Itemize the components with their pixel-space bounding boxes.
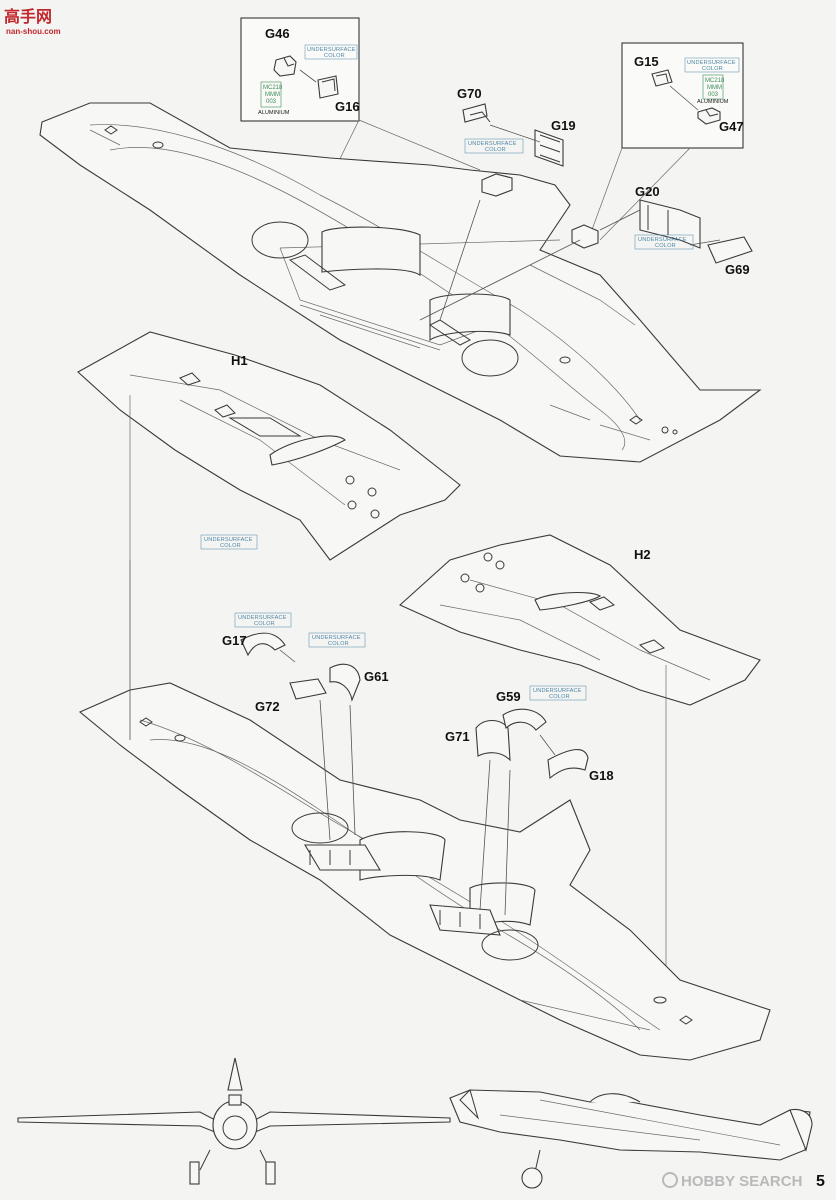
footer-brand-text: HOBBY SEARCH <box>681 1173 802 1190</box>
label-g47: G47 <box>719 119 744 134</box>
note-underside-b: UNDERSURFACE COLOR <box>684 57 740 73</box>
svg-text:UNDERSURFACE: UNDERSURFACE <box>687 60 736 66</box>
note-underside-f: UNDERSURFACE COLOR <box>234 612 292 628</box>
label-g17: G17 <box>222 633 247 648</box>
svg-text:MC218: MC218 <box>263 85 283 91</box>
note-underside-e: UNDERSURFACE COLOR <box>200 534 258 550</box>
label-g71: G71 <box>445 729 470 744</box>
part-g17 <box>240 632 286 657</box>
svg-text:COLOR: COLOR <box>254 621 275 627</box>
svg-text:COLOR: COLOR <box>702 66 723 72</box>
svg-text:MMM: MMM <box>707 85 722 91</box>
watermark-url: nan-shou.com <box>6 27 61 36</box>
label-g16: G16 <box>335 99 360 114</box>
watermark-logo: 高手网 nan-shou.com <box>4 7 61 36</box>
label-g18: G18 <box>589 768 614 783</box>
side-view-aircraft <box>449 1089 813 1189</box>
label-g69: G69 <box>725 262 750 277</box>
label-g20: G20 <box>635 184 660 199</box>
label-g19: G19 <box>551 118 576 133</box>
svg-text:ALUMINIUM: ALUMINIUM <box>258 110 290 116</box>
lower-wing-assembly <box>78 682 771 1061</box>
part-g59 <box>502 708 547 731</box>
part-g20 <box>639 199 701 249</box>
part-g15-ins <box>571 224 599 249</box>
svg-text:003: 003 <box>266 99 277 105</box>
watermark-cn: 高手网 <box>4 7 52 26</box>
note-underside-h: UNDERSURFACE COLOR <box>529 685 587 701</box>
svg-text:MMM: MMM <box>265 92 280 98</box>
svg-text:UNDERSURFACE: UNDERSURFACE <box>204 537 253 543</box>
svg-text:COLOR: COLOR <box>328 641 349 647</box>
svg-text:UNDERSURFACE: UNDERSURFACE <box>533 688 582 694</box>
label-h1: H1 <box>231 353 248 368</box>
part-g69 <box>707 236 753 264</box>
label-g15: G15 <box>634 54 659 69</box>
svg-text:MC218: MC218 <box>705 78 725 84</box>
label-h2: H2 <box>634 547 651 562</box>
note-underside-c: UNDERSURFACE COLOR <box>464 138 524 154</box>
part-g18 <box>547 749 589 780</box>
note-underside-g: UNDERSURFACE COLOR <box>308 632 366 648</box>
svg-text:UNDERSURFACE: UNDERSURFACE <box>638 237 687 243</box>
note-underside-d: UNDERSURFACE COLOR <box>634 234 694 250</box>
label-g59: G59 <box>496 689 521 704</box>
svg-text:COLOR: COLOR <box>485 147 506 153</box>
front-view-aircraft <box>17 1057 451 1185</box>
part-g70b <box>481 173 513 197</box>
label-g46: G46 <box>265 26 290 41</box>
part-h2-wing-top <box>399 534 761 1000</box>
label-g72: G72 <box>255 699 280 714</box>
note-mc218-a: MC218 MMM 003 ALUMINIUM <box>258 81 290 116</box>
part-h1-wing-top <box>77 331 461 561</box>
svg-text:UNDERSURFACE: UNDERSURFACE <box>468 141 517 147</box>
note-mc218-b: MC218 MMM 003 ALUMINIUM <box>697 74 729 105</box>
svg-text:COLOR: COLOR <box>324 53 345 59</box>
part-g70 <box>462 103 488 123</box>
part-g61 <box>329 663 361 703</box>
svg-text:UNDERSURFACE: UNDERSURFACE <box>312 635 361 641</box>
footer-brand: HOBBY SEARCH <box>662 1172 802 1190</box>
part-g72 <box>289 678 327 700</box>
svg-text:COLOR: COLOR <box>549 694 570 700</box>
svg-text:COLOR: COLOR <box>655 243 676 249</box>
svg-text:COLOR: COLOR <box>220 543 241 549</box>
svg-text:003: 003 <box>708 92 719 98</box>
label-g70: G70 <box>457 86 482 101</box>
note-underside-a: UNDERSURFACE COLOR <box>304 44 358 60</box>
label-g61: G61 <box>364 669 389 684</box>
svg-text:UNDERSURFACE: UNDERSURFACE <box>238 615 287 621</box>
inset-box-g15: MC218 MMM 003 ALUMINIUM UNDERSURFACE COL… <box>621 42 744 149</box>
svg-text:ALUMINIUM: ALUMINIUM <box>697 99 729 105</box>
page-number: 5 <box>816 1173 825 1190</box>
svg-text:UNDERSURFACE: UNDERSURFACE <box>307 47 356 53</box>
inset-box-g46: MC218 MMM 003 ALUMINIUM UNDERSURFACE COL… <box>240 17 360 122</box>
part-g71 <box>475 719 511 762</box>
upper-wing-assembly <box>39 102 762 463</box>
